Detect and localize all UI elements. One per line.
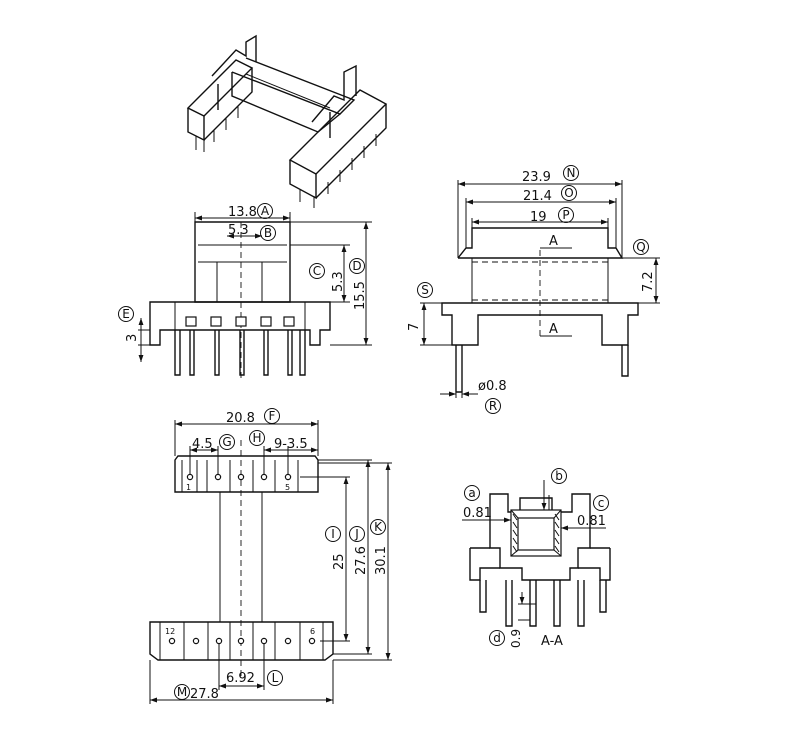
dim-d-value: 0.9	[509, 629, 523, 648]
circle-label-R: R	[485, 398, 501, 414]
circle-label-c: c	[593, 495, 609, 511]
svg-text:N: N	[567, 166, 576, 180]
dim-L-value: 6.92	[226, 671, 255, 686]
section-title: A-A	[541, 634, 563, 649]
dim-D-value: 15.5	[353, 281, 368, 310]
dim-H-value: 9-3.5	[274, 437, 308, 452]
svg-text:Q: Q	[636, 240, 645, 254]
svg-text:P: P	[562, 208, 569, 222]
circle-label-E: E	[118, 306, 134, 322]
circle-label-H: H	[249, 430, 265, 446]
dim-I-value: 25	[332, 553, 347, 570]
dim-N-value: 23.9	[522, 170, 551, 185]
dim-B-value: 5.3	[228, 223, 249, 238]
dim-S-value: 7	[407, 323, 422, 331]
circle-label-L: L	[267, 670, 283, 686]
dim-Q-value: 7.2	[641, 271, 656, 292]
dim-c-value: 0.81	[577, 514, 606, 529]
svg-text:C: C	[313, 264, 321, 278]
svg-text:D: D	[352, 259, 361, 273]
svg-text:d: d	[493, 631, 501, 645]
front-pin-holes	[185, 316, 295, 327]
dim-G-value: 4.5	[192, 437, 213, 452]
circle-label-B: B	[260, 225, 276, 241]
svg-text:G: G	[222, 435, 231, 449]
circle-label-M: M	[174, 684, 190, 700]
circle-label-C: C	[309, 263, 325, 279]
svg-text:E: E	[122, 307, 130, 321]
dim-F-value: 20.8	[226, 411, 255, 426]
circle-label-K: K	[370, 519, 386, 535]
svg-text:L: L	[272, 671, 279, 685]
dim-K-value: 30.1	[374, 546, 389, 575]
circle-label-D: D	[349, 258, 365, 274]
top-view: 1 5 12 6 20.8 4.5 9-3.5 25 27.6 30.1 6.9…	[149, 411, 392, 704]
svg-text:b: b	[555, 469, 563, 483]
pin-number-1: 1	[186, 483, 191, 492]
svg-text:a: a	[468, 486, 475, 500]
svg-text:M: M	[177, 685, 187, 699]
svg-text:I: I	[331, 527, 335, 541]
dim-A-value: 13.8	[228, 205, 257, 220]
section-mark-top: A	[549, 234, 558, 249]
svg-text:H: H	[252, 431, 261, 445]
dim-J-value: 27.6	[354, 546, 369, 575]
circle-label-F: F	[264, 408, 280, 424]
circle-label-a: a	[464, 485, 480, 501]
dim-O-value: 21.4	[523, 189, 552, 204]
circle-label-J: J	[349, 526, 365, 542]
svg-text:F: F	[269, 409, 276, 423]
svg-text:O: O	[564, 186, 573, 200]
front-view: 13.8 5.3 5.3 15.5 3	[125, 205, 372, 380]
circle-label-d: d	[489, 630, 505, 646]
dim-R-value: ø0.8	[478, 379, 507, 394]
circle-label-I: I	[325, 526, 341, 542]
svg-text:J: J	[354, 527, 359, 541]
dim-a-value: 0.81	[463, 506, 492, 521]
svg-text:S: S	[421, 283, 429, 297]
svg-text:A: A	[261, 204, 270, 218]
circle-label-A: A	[257, 203, 273, 219]
dim-C-value: 5.3	[331, 271, 346, 292]
isometric-view	[186, 34, 388, 208]
circle-label-b: b	[551, 468, 567, 484]
circle-label-Q: Q	[633, 239, 649, 255]
svg-text:R: R	[489, 399, 497, 413]
pin-number-12: 12	[165, 627, 175, 636]
pin-number-6: 6	[310, 627, 315, 636]
side-view: A A 23.9 21.4 19 7.2 7 ø0.8	[407, 170, 660, 398]
dim-M-value: 27.8	[190, 687, 219, 702]
dim-P-value: 19	[530, 210, 547, 225]
circle-labels: A B C D E F G H I J K L M N O P Q R S a …	[118, 165, 649, 700]
top-pin-cells	[159, 460, 324, 660]
section-mark-bottom: A	[549, 322, 558, 337]
section-view: A-A 0.81 0.81 0.9	[462, 480, 611, 649]
dim-E-value: 3	[125, 334, 140, 342]
pin-number-5: 5	[285, 483, 290, 492]
circle-label-N: N	[563, 165, 579, 181]
circle-label-S: S	[417, 282, 433, 298]
circle-label-G: G	[219, 434, 235, 450]
svg-text:c: c	[598, 496, 605, 510]
circle-label-O: O	[561, 185, 577, 201]
svg-text:B: B	[264, 226, 272, 240]
circle-label-P: P	[558, 207, 574, 223]
svg-text:K: K	[374, 520, 383, 534]
